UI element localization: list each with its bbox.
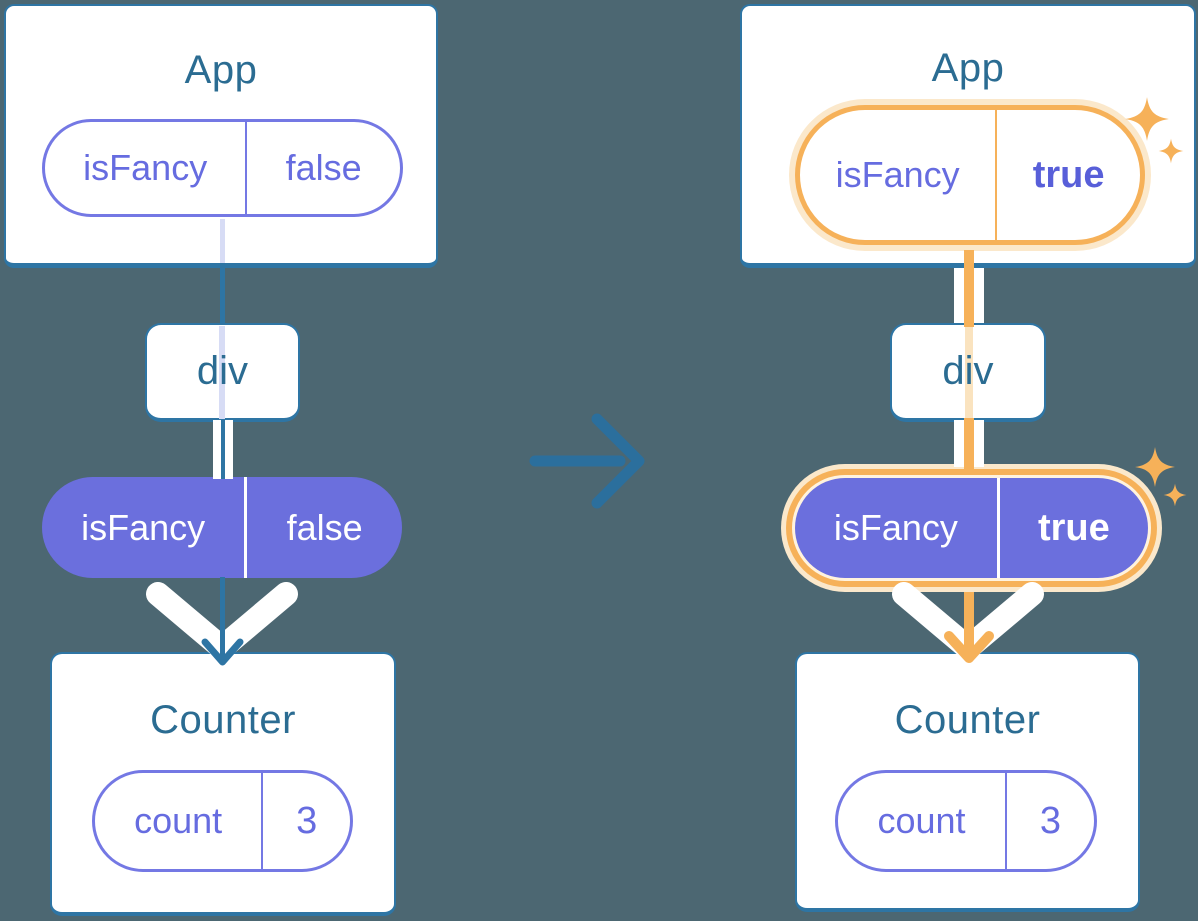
prop-key: isFancy [833,507,958,548]
prop-pipe-highlight [964,418,974,470]
state-pill-highlighted: isFancy true [795,105,1145,245]
prop-pipe-line [954,420,964,467]
prop-key: isFancy [81,506,206,548]
transition-arrow-icon [529,413,645,509]
state-value: true [1032,153,1105,196]
sparkle-icon [1135,447,1175,487]
prop-value: false [286,506,363,548]
state-pill: count 3 [92,770,353,872]
arrowhead-icon [201,638,244,666]
prop-value: true [1037,506,1110,549]
prop-line-through-card [220,219,225,263]
state-pill: isFancy false [42,119,403,217]
prop-line-through-card [965,326,973,419]
sparkle-icon [1163,483,1187,507]
state-key: count [134,800,223,841]
state-value: 3 [296,799,318,842]
state-value: false [285,147,362,188]
sparkle-icon [1125,97,1169,141]
tree-edge [220,266,225,325]
prop-pipe-highlight [964,592,974,654]
prop-line-through-card [219,326,225,419]
state-key: isFancy [83,147,208,188]
component-title: Counter [150,698,296,742]
component-title: Counter [894,698,1041,742]
prop-pipe-line [974,268,984,323]
component-title: App [931,46,1005,90]
state-key: isFancy [835,154,960,195]
arrowhead-icon [944,631,994,663]
state-pill: count 3 [835,770,1097,872]
div-label: div [196,348,249,393]
tree-edge [220,577,225,659]
prop-pipe-line [225,420,233,479]
state-value: 3 [1039,799,1062,842]
prop-pill: isFancy false [42,477,402,578]
state-key: count [877,800,966,841]
prop-pipe-highlight [964,250,974,327]
sparkle-icon [1158,138,1184,164]
prop-pipe-line [954,268,964,323]
div-label: div [942,348,994,393]
prop-pill-highlighted: isFancy true [795,478,1148,578]
prop-pipe-line [974,420,984,467]
tree-edge [221,420,225,479]
prop-pipe-line [213,420,221,479]
component-title: App [184,48,258,92]
